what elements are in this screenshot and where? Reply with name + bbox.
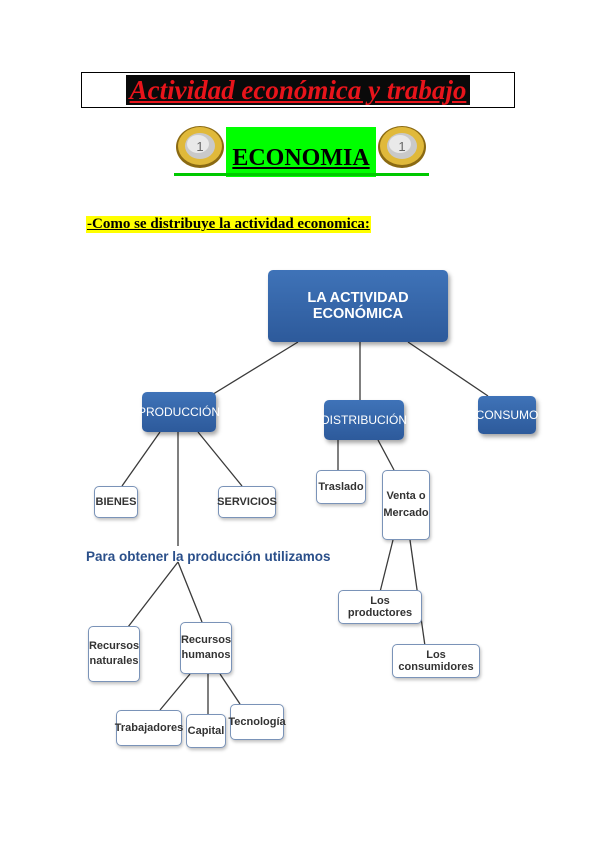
- green-underline: [174, 173, 429, 176]
- node-tecnologia: Tecnología: [228, 704, 286, 740]
- node-bienes: BIENES: [94, 486, 138, 518]
- economia-banner: 1 1 ECONOMIA: [174, 123, 429, 179]
- node-produccion: PRODUCCIÓN: [138, 392, 220, 432]
- document-title: Actividad económica y trabajo: [125, 75, 471, 105]
- svg-text:1: 1: [398, 139, 405, 154]
- label-para-obtener: Para obtener la producción utilizamos: [86, 549, 331, 564]
- connector-lines: [121, 341, 489, 716]
- node-traslado: Traslado: [316, 470, 366, 504]
- economia-label: ECONOMIA: [232, 145, 370, 171]
- svg-text:1: 1: [196, 139, 203, 154]
- node-capital: Capital: [186, 714, 226, 748]
- node-distribucion: DISTRIBUCIÓN: [321, 400, 407, 440]
- node-trabajadores: Trabajadores: [115, 710, 183, 746]
- node-recursos-naturales: Recursos naturales: [88, 626, 140, 682]
- node-servicios: SERVICIOS: [217, 486, 277, 518]
- node-recursos-humanos: Recursos humanos: [180, 622, 232, 674]
- node-los-productores: Los productores: [338, 590, 422, 624]
- node-consumo: CONSUMO: [476, 396, 538, 434]
- green-block: [226, 127, 376, 177]
- concept-map: LA ACTIVIDAD ECONÓMICA PRODUCCIÓN DISTRI…: [80, 262, 550, 762]
- node-los-consumidores: Los consumidores: [392, 644, 480, 678]
- node-venta-mercado: Venta o Mercado: [382, 470, 430, 540]
- euro-coin-icon: 1: [378, 126, 426, 168]
- euro-coin-icon: 1: [176, 126, 224, 168]
- document-title-box: Actividad económica y trabajo: [81, 72, 515, 108]
- node-actividad-economica: LA ACTIVIDAD ECONÓMICA: [268, 270, 448, 342]
- section-heading: -Como se distribuye la actividad economi…: [86, 216, 371, 233]
